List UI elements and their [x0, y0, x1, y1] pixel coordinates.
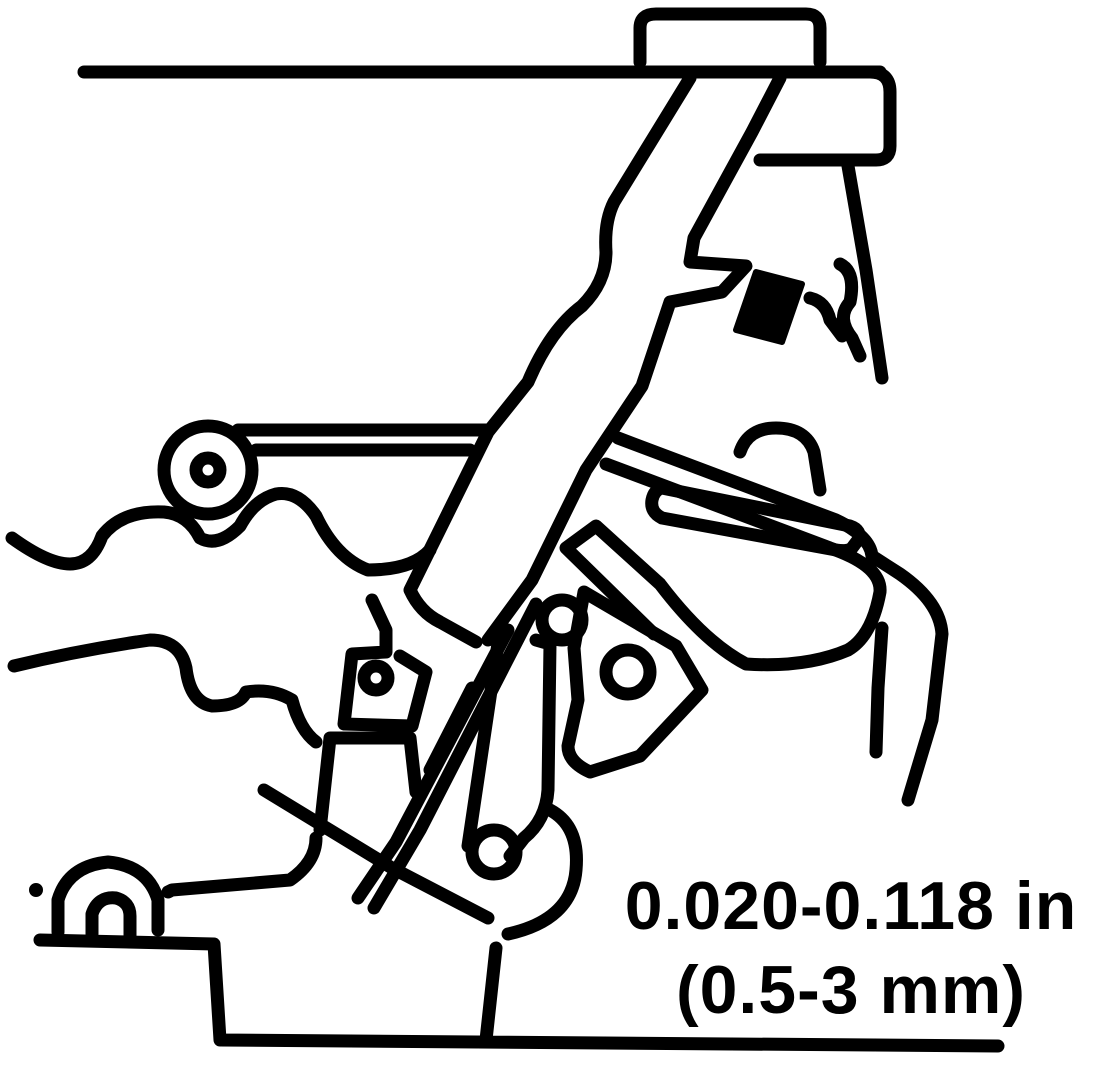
lower-housing — [33, 831, 1005, 1053]
cam-hole — [599, 643, 657, 701]
return-tab — [869, 621, 889, 759]
pivot-eye-outer — [157, 419, 259, 521]
cable-pair — [351, 597, 543, 915]
clearance-spec-millimeters: (0.5-3 mm) — [675, 952, 1027, 1028]
upper-linkage-rod — [231, 423, 495, 457]
left-bolt — [51, 855, 165, 943]
rod-foot-housing — [501, 803, 583, 941]
left-break-line-lower — [7, 633, 323, 749]
left-bolt-dot — [29, 883, 43, 897]
support-post — [803, 159, 889, 385]
spring-plate-slot — [645, 481, 866, 558]
pin-upper — [535, 593, 589, 647]
cam-body — [561, 585, 709, 779]
adjusting-screw — [733, 269, 805, 345]
cross-strap — [257, 783, 495, 925]
lever-arm — [403, 71, 787, 649]
clip-hole — [357, 659, 395, 697]
stop-bracket — [633, 7, 897, 167]
mounting-clip — [313, 593, 433, 837]
left-break-line-upper — [5, 486, 437, 577]
clearance-spec-inches: 0.020-0.118 in — [624, 868, 1078, 944]
pivot-eye-inner — [189, 451, 227, 489]
cap-nut — [733, 421, 827, 497]
rod-foot-pivot — [465, 823, 523, 881]
